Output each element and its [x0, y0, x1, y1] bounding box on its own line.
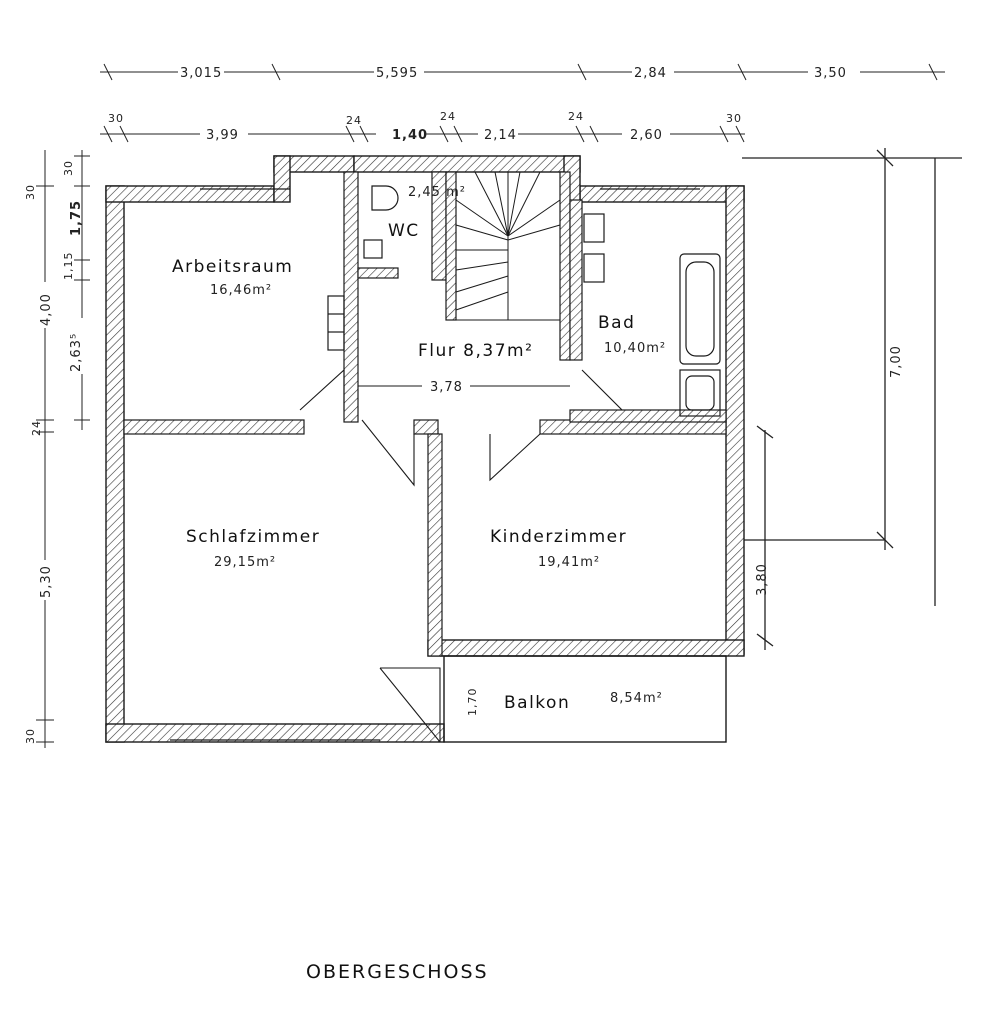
dim-label: 1,75 — [69, 200, 84, 236]
dim-label: 3,015 — [180, 66, 222, 81]
left-dim-labels: 30 30 1,75 1,15 4,00 2,63⁵ 24 5,30 30 — [24, 160, 90, 744]
dim-label: 2,63⁵ — [69, 333, 84, 372]
dim-label: 3,50 — [814, 66, 847, 81]
dim-label: 1,40 — [392, 128, 428, 143]
right-dim-labels: 7,00 3,80 — [755, 345, 904, 596]
exterior-walls — [105, 155, 745, 743]
dim-label: 3,80 — [755, 563, 770, 596]
dim-label: 5,30 — [39, 565, 54, 598]
dim-label: 3,99 — [206, 128, 239, 143]
terrace-outline — [742, 148, 962, 650]
top-outer-dim-labels: 3,015 5,595 2,84 3,50 — [178, 62, 860, 81]
dim-label: 30 — [24, 728, 37, 744]
dim-label: 24 — [346, 114, 362, 127]
room-labels: Arbeitsraum 16,46m² WC 2,45 m² Flur 8,37… — [172, 185, 666, 717]
windows — [170, 188, 726, 741]
room-name-arbeitsraum: Arbeitsraum — [172, 257, 293, 277]
room-area-wc: 2,45 m² — [408, 185, 466, 200]
dim-label-flur-width: 3,78 — [430, 380, 463, 395]
sanitary-fixtures — [327, 185, 721, 417]
plan-title: OBERGESCHOSS — [306, 961, 489, 983]
room-area-arbeitsraum: 16,46m² — [210, 283, 272, 298]
staircase — [455, 171, 561, 321]
room-name-schlafzimmer: Schlafzimmer — [186, 527, 320, 547]
dim-label: 7,00 — [889, 345, 904, 378]
dim-label: 2,60 — [630, 128, 663, 143]
room-name-wc: WC — [388, 221, 420, 241]
room-area-bad: 10,40m² — [604, 341, 666, 356]
balcony-outline — [443, 655, 727, 743]
dim-label: 4,00 — [39, 293, 54, 326]
room-name-bad: Bad — [598, 313, 635, 333]
dim-label: 1,15 — [62, 252, 75, 281]
room-area-balkon: 8,54m² — [610, 691, 663, 706]
dim-label: 24 — [440, 110, 456, 123]
dim-label: 2,14 — [484, 128, 517, 143]
dim-label: 30 — [62, 160, 75, 176]
dim-label: 5,595 — [376, 66, 418, 81]
room-name-flur: Flur 8,37m² — [418, 341, 533, 361]
dim-label: 30 — [108, 112, 124, 125]
dim-label: 24 — [568, 110, 584, 123]
dim-label-balkon-depth: 1,70 — [466, 688, 479, 717]
room-name-kinderzimmer: Kinderzimmer — [490, 527, 627, 547]
room-area-kinderzimmer: 19,41m² — [538, 555, 600, 570]
room-name-balkon: Balkon — [504, 693, 570, 713]
dim-label: 2,84 — [634, 66, 667, 81]
left-dimension-chain — [36, 150, 90, 748]
top-inner-dim-labels: 30 3,99 24 1,40 24 2,14 24 2,60 30 — [108, 110, 742, 143]
interior-walls — [123, 171, 727, 657]
dim-label: 30 — [726, 112, 742, 125]
dim-label: 24 — [30, 420, 43, 436]
dim-label: 30 — [24, 184, 37, 200]
room-area-schlafzimmer: 29,15m² — [214, 555, 276, 570]
